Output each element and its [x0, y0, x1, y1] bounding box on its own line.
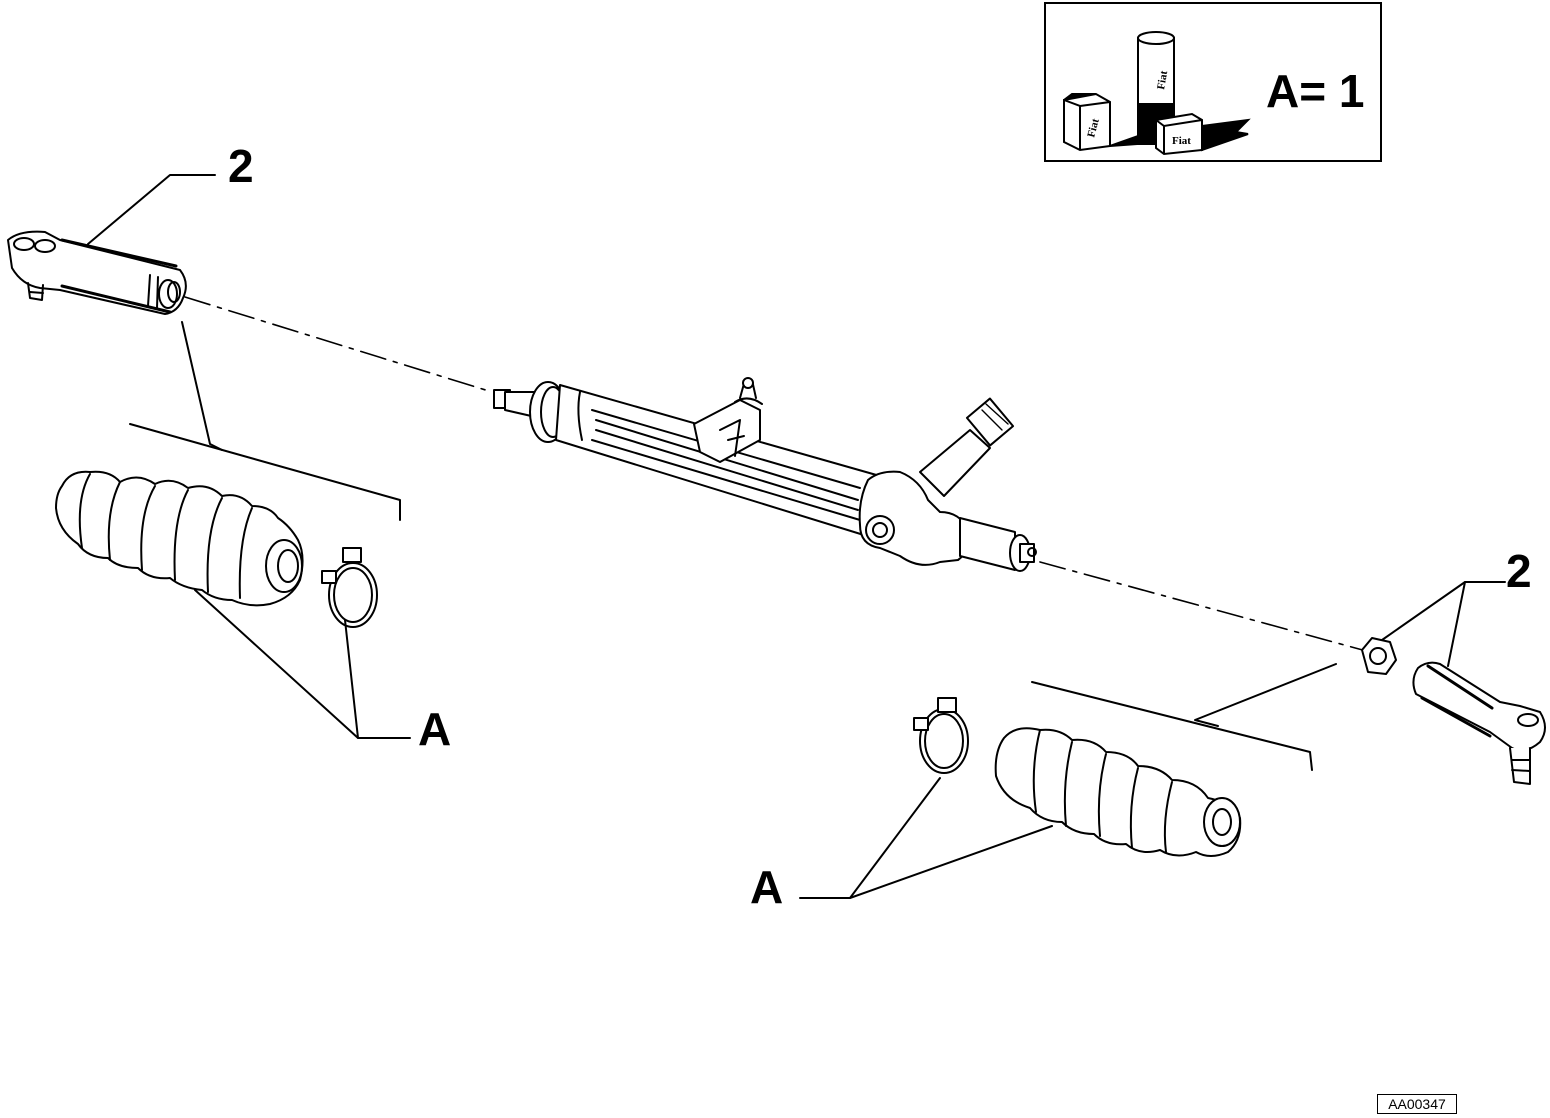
steering-boot-left — [55, 470, 304, 607]
fiat-parts-pack-icon: Fiat Fiat Fiat — [1063, 31, 1251, 156]
boot-clamp-right — [913, 697, 969, 774]
callout-boot-kit-right: A — [750, 861, 784, 913]
quantity-label: A= 1 — [1266, 65, 1365, 117]
tie-rod-end-right — [1412, 661, 1546, 785]
steering-boot-right — [994, 727, 1242, 857]
brand-text-right-box: Fiat — [1172, 135, 1191, 147]
drawing-reference-code: AA00347 — [1377, 1094, 1457, 1114]
steering-rack-housing — [493, 377, 1037, 572]
callout-tie-rod-end-left: 2 — [228, 140, 254, 192]
leader-lines — [87, 174, 1506, 899]
quantity-legend-box: Fiat Fiat Fiat A= 1 — [1044, 2, 1382, 162]
brand-text-tube: Fiat — [1155, 69, 1170, 90]
lock-nut-right — [1361, 637, 1397, 675]
tie-rod-end-left — [7, 230, 187, 315]
callout-boot-kit-left: A — [418, 703, 452, 755]
callout-tie-rod-end-right: 2 — [1506, 545, 1532, 597]
boot-clamp-left — [321, 547, 378, 628]
brand-text-left-box: Fiat — [1085, 117, 1102, 139]
assembly-center-lines — [184, 296, 1371, 653]
